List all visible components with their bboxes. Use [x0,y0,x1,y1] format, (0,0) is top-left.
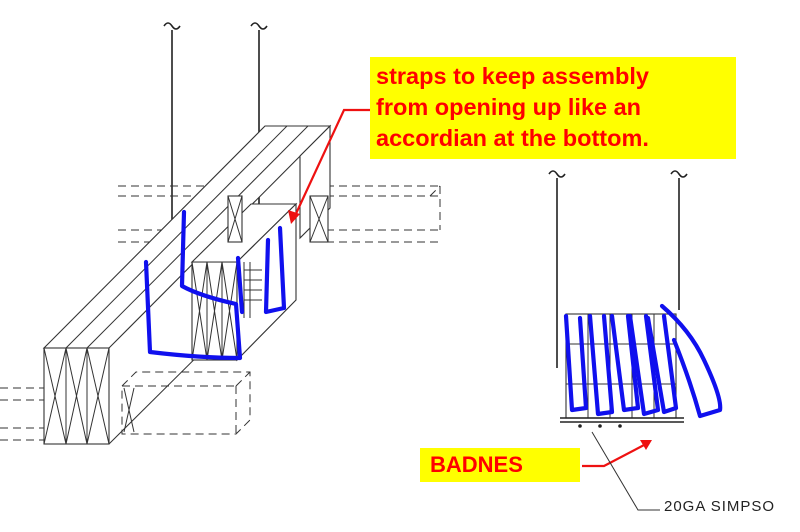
dashed-block-lower [121,371,251,435]
badnes-leader-arrow [582,440,652,468]
simpson-note: 20GA SIMPSO [664,498,776,515]
straps-callout-line-3: accordian at the bottom. [376,125,649,151]
straps-callout: straps to keep assembly from opening up … [370,57,736,159]
left-beam-assembly [0,22,441,445]
simpson-leader-line [591,431,660,511]
straps-callout-line-1: straps to keep assembly [376,63,649,89]
right-end-blocks [227,195,329,243]
right-section-detail [548,170,723,511]
straps-leader-arrow [288,108,374,224]
badnes-callout: BADNES [420,448,580,482]
long-beam [42,124,332,445]
right-strap-markup [563,303,723,419]
straps-callout-line-2: from opening up like an [376,94,642,120]
dashed-ledger-left [0,387,44,441]
dashed-joists-upper [118,185,441,243]
left-strap-markup [143,209,287,361]
